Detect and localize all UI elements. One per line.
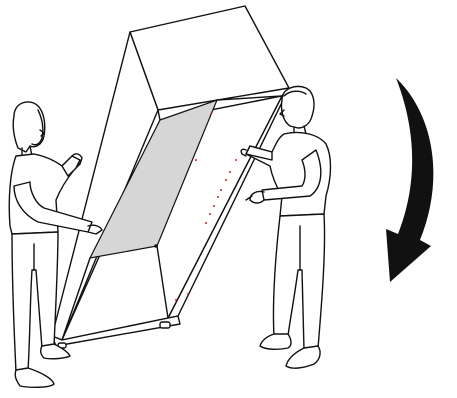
cabinet bbox=[52, 6, 289, 348]
cabinet-top bbox=[130, 6, 289, 110]
hinge-hole bbox=[154, 244, 158, 248]
curved-arrow-down-clockwise-icon bbox=[386, 78, 433, 282]
cabinet-foot bbox=[160, 322, 170, 328]
